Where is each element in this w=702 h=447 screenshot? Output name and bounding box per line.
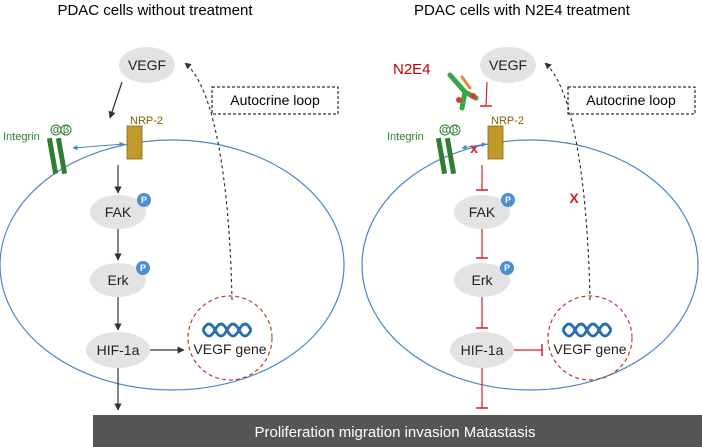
right-beta-label: β [452, 124, 458, 136]
n2e4-antibody-icon [447, 72, 479, 111]
right-panel-title: PDAC cells with N2E4 treatment [414, 2, 631, 19]
left-fak-phospho-label: P [141, 195, 147, 205]
right-vegf-gene-label: VEGF gene [553, 341, 626, 357]
left-erk-node [90, 263, 146, 297]
right-cell-membrane [361, 139, 699, 391]
right-alpha-label: α [442, 124, 449, 136]
left-hif-label: HIF-1a [97, 342, 140, 358]
left-vegf-gene-label: VEGF gene [193, 341, 266, 357]
right-vegf-label: VEGF [489, 57, 527, 73]
right-n2e4-label: N2E4 [393, 61, 431, 78]
right-vegf-node [480, 47, 536, 83]
right-erk-node [454, 263, 510, 297]
left-integrin-receptor [46, 137, 68, 175]
left-nrp2-receptor [126, 125, 143, 160]
left-fak-node [90, 195, 146, 229]
left-beta-label: β [63, 124, 69, 136]
right-dna-icon-strand [561, 322, 613, 338]
left-autocrine-arrow [184, 62, 233, 301]
right-fak-phospho-label: P [505, 195, 511, 205]
right-integrin-label: Integrin [387, 131, 424, 143]
left-dna-icon-strand [201, 322, 253, 338]
right-erk-phospho-label: P [504, 263, 510, 273]
left-fak-label: FAK [105, 204, 132, 220]
right-autocrine-label: Autocrine loop [586, 92, 676, 108]
left-vegf-to-nrp2-arrow [108, 81, 123, 119]
right-autocrine-arrow [544, 62, 591, 301]
right-erk-phospho-icon [500, 261, 514, 275]
left-cell-membrane [0, 139, 345, 391]
left-vegf-node [119, 47, 175, 83]
right-integrin-receptor [435, 137, 457, 175]
right-loop-block-mark: X [569, 190, 579, 206]
left-erk-phospho-icon [136, 261, 150, 275]
right-fak-node [454, 195, 510, 229]
left-erk-label: Erk [108, 272, 130, 288]
left-integrin-nrp2-arrow [72, 141, 125, 151]
right-nrp2-label: NRP-2 [491, 115, 524, 127]
left-autocrine-label: Autocrine loop [230, 92, 320, 108]
left-integrin-label: Integrin [3, 131, 40, 143]
right-vegf-gene-circle [547, 295, 633, 381]
right-integrin-block-mark: x [470, 140, 478, 156]
right-panel: PDAC cells with N2E4 treatment N2E4 VEGF… [361, 2, 699, 409]
outcome-label: Proliferation migration invasion Matasta… [255, 424, 536, 441]
left-panel: PDAC cells without treatment VEGF Autocr… [0, 2, 345, 411]
right-erk-label: Erk [472, 272, 494, 288]
left-hif-node [86, 332, 150, 368]
left-vegf-label: VEGF [128, 57, 166, 73]
left-autocrine-box [211, 86, 339, 115]
left-vegf-gene-circle [187, 295, 273, 381]
left-fak-phospho-icon [137, 193, 151, 207]
left-panel-title: PDAC cells without treatment [57, 2, 253, 19]
left-erk-phospho-label: P [140, 263, 146, 273]
right-integrin-nrp2-arrow [461, 142, 487, 150]
outcome-bar [93, 415, 702, 447]
left-alpha-label: α [53, 124, 60, 136]
right-fak-phospho-icon [501, 193, 515, 207]
left-nrp2-label: NRP-2 [130, 115, 163, 127]
right-vegf-nrp2-inhibition [485, 81, 488, 107]
right-nrp2-receptor [487, 125, 504, 160]
right-hif-label: HIF-1a [461, 342, 504, 358]
right-fak-label: FAK [469, 204, 496, 220]
right-hif-node [450, 332, 514, 368]
right-autocrine-box [567, 86, 696, 115]
